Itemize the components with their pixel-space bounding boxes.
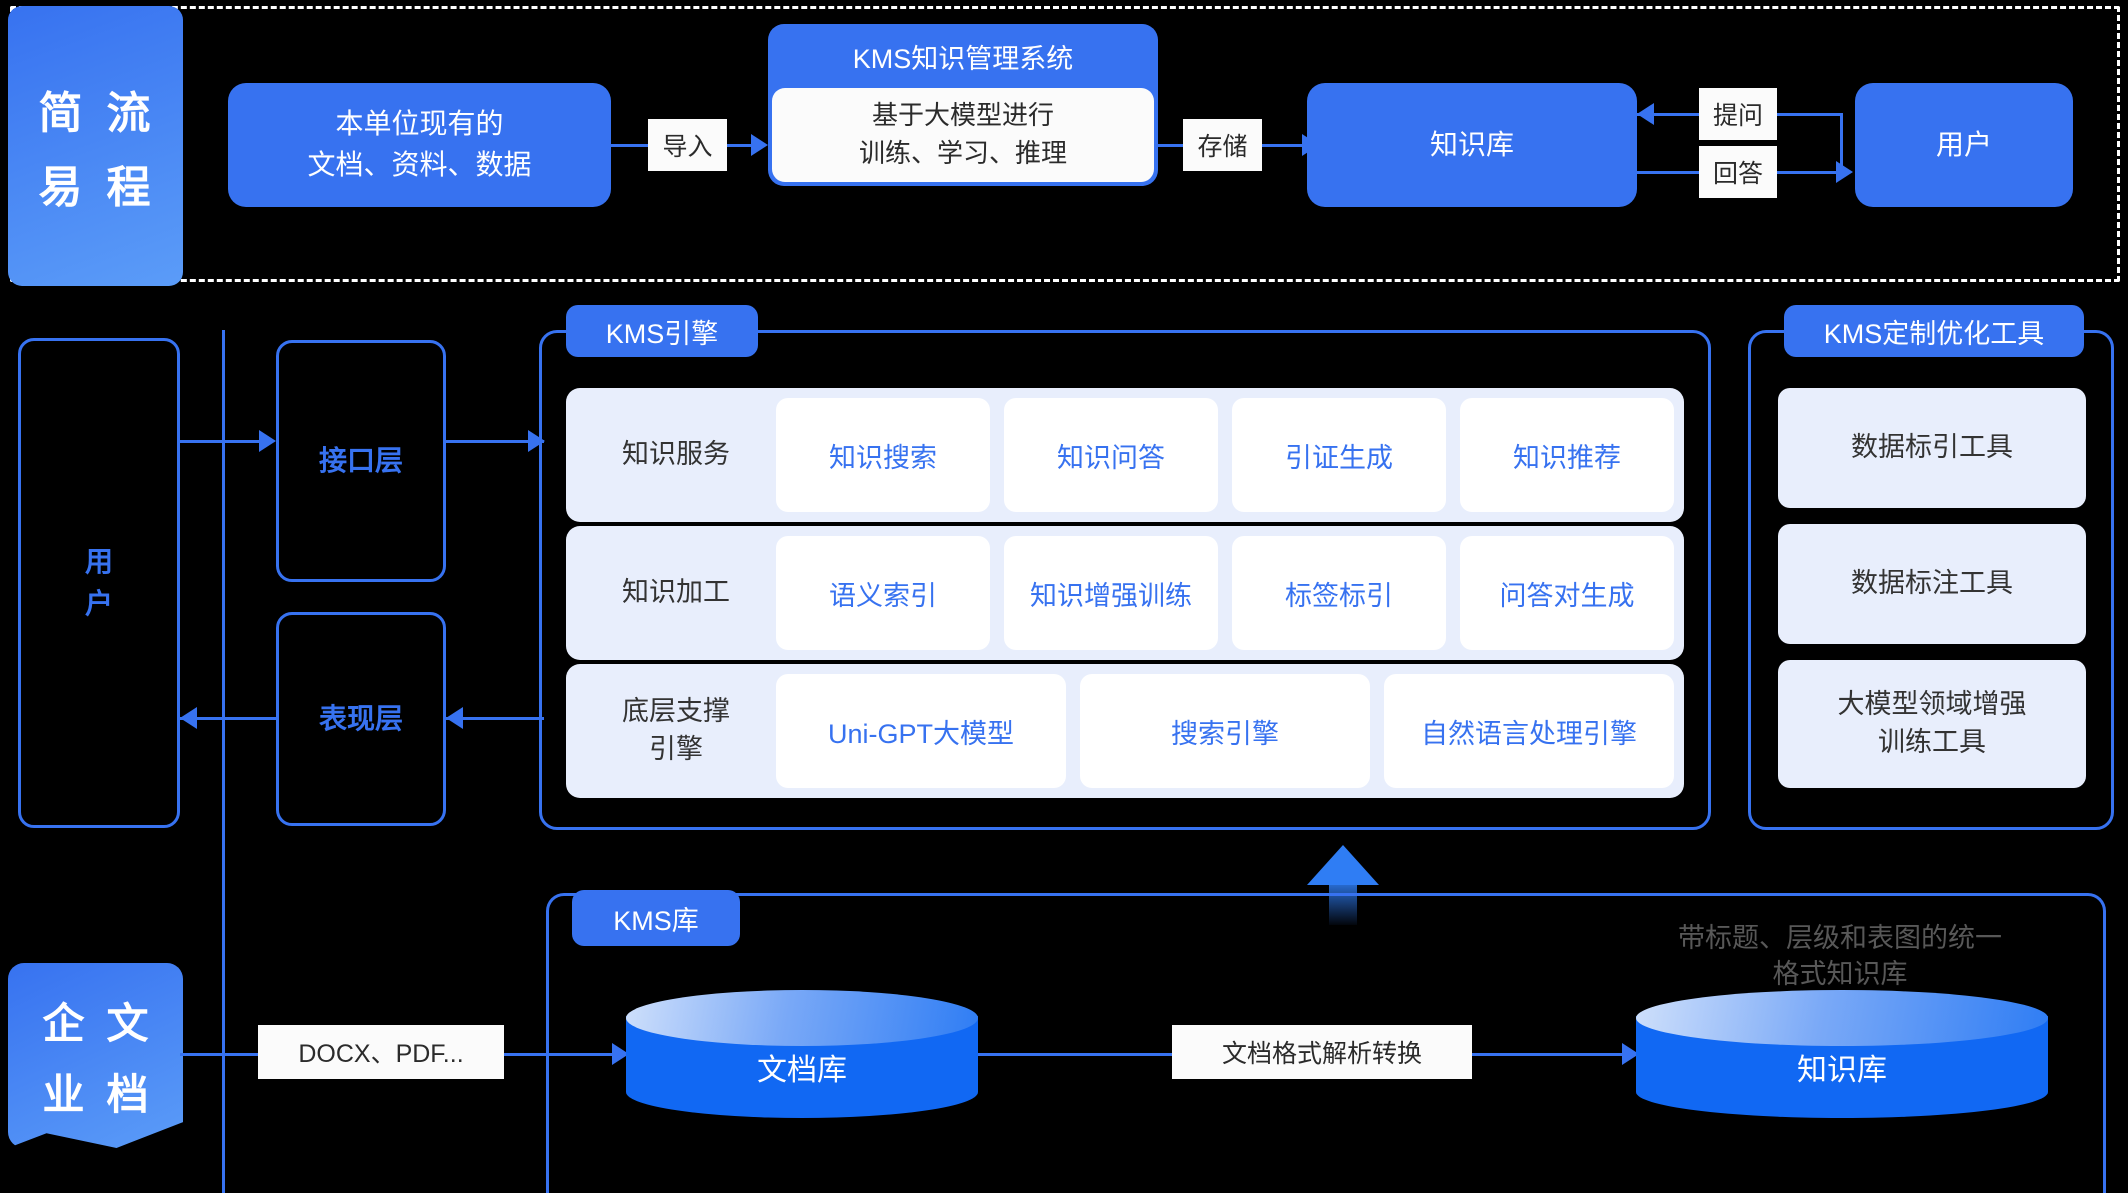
up-arrow-shaft: [1329, 877, 1357, 925]
file-format-label: DOCX、PDF...: [258, 1025, 504, 1079]
engine-cell-knowledge-search[interactable]: 知识搜索: [776, 398, 990, 512]
ent-doc-char-1: 企: [42, 999, 85, 1047]
source-documents-box: 本单位现有的 文档、资料、数据: [228, 83, 611, 207]
tool-item-3-line-1: 大模型领域增强: [1837, 689, 2027, 720]
engine-cell-uni-gpt[interactable]: Uni-GPT大模型: [776, 674, 1066, 788]
engine-row-2-label-line-1: 底层支撑: [622, 696, 730, 727]
source-box-line-1: 本单位现有的: [335, 108, 504, 140]
engine-row-1-label: 知识加工: [622, 577, 730, 608]
doc-db-top: [626, 990, 978, 1046]
engine-cell-search-engine[interactable]: 搜索引擎: [1080, 674, 1370, 788]
answer-label: 回答: [1699, 146, 1777, 198]
document-database-cylinder: 文档库: [626, 990, 978, 1118]
ent-doc-char-4: 档: [106, 1070, 149, 1118]
flow-label-char-4: 程: [106, 163, 153, 212]
connector-entdoc-format: [180, 1053, 260, 1056]
document-conversion-label: 文档格式解析转换: [1172, 1025, 1472, 1079]
ask-label: 提问: [1699, 88, 1777, 140]
store-label: 存储: [1183, 119, 1262, 171]
kms-engine-panel-title: KMS引擎: [566, 305, 758, 357]
arch-user-char-2: 户: [84, 588, 113, 619]
kms-system-card: KMS知识管理系统 基于大模型进行 训练、学习、推理: [768, 24, 1158, 186]
connector-kms-store: [1158, 144, 1186, 147]
kms-library-title: KMS库: [572, 890, 740, 946]
engine-cell-nlp-engine[interactable]: 自然语言处理引擎: [1384, 674, 1674, 788]
connector-ask-right: [1777, 113, 1843, 116]
flow-user-box: 用户: [1855, 83, 2073, 207]
flow-label-char-3: 流: [106, 89, 153, 138]
kms-desc-line-2: 训练、学习、推理: [858, 138, 1067, 168]
connector-ask-left: [1637, 113, 1701, 116]
tool-item-data-indexing[interactable]: 数据标引工具: [1778, 388, 2086, 508]
engine-row-knowledge-service: 知识服务 知识搜索 知识问答 引证生成 知识推荐: [566, 388, 1684, 522]
tool-item-data-annotation[interactable]: 数据标注工具: [1778, 524, 2086, 644]
engine-row-base-support: 底层支撑 引擎 Uni-GPT大模型 搜索引擎 自然语言处理引擎: [566, 664, 1684, 798]
arrow-answer-to-user: [1836, 161, 1853, 183]
kms-tools-panel-title: KMS定制优化工具: [1784, 305, 2084, 357]
knowledge-database-cylinder: 知识库: [1636, 990, 2048, 1118]
connector-docdb-convert: [978, 1053, 1174, 1056]
arch-user-char-1: 用: [84, 546, 113, 577]
connector-answer-right: [1777, 171, 1839, 174]
flow-label-char-2: 易: [38, 163, 85, 212]
presentation-layer-box: 表现层: [276, 612, 446, 826]
engine-row-2-label: 底层支撑 引擎: [576, 693, 776, 769]
engine-cell-knowledge-recommend[interactable]: 知识推荐: [1460, 398, 1674, 512]
connector-user-interface: [180, 440, 264, 443]
ent-doc-char-3: 文: [106, 999, 149, 1047]
connector-presentation-user: [180, 717, 278, 720]
data-feed-up-arrow: [1307, 845, 1379, 925]
engine-row-2-label-line-2: 引擎: [649, 734, 703, 764]
connector-interface-engine: [446, 440, 544, 443]
flow-label-char-1: 简: [38, 89, 85, 138]
engine-cell-semantic-index[interactable]: 语义索引: [776, 536, 990, 650]
kms-desc-line-1: 基于大模型进行: [871, 100, 1054, 131]
connector-engine-presentation: [446, 717, 544, 720]
flow-knowledge-base-box: 知识库: [1307, 83, 1637, 207]
arrow-import-to-kms: [751, 134, 768, 156]
connector-answer-left: [1637, 171, 1701, 174]
arrow-ask-to-kb: [1637, 103, 1654, 125]
engine-cell-citation-gen[interactable]: 引证生成: [1232, 398, 1446, 512]
simple-flow-label: 简 易 流 程: [8, 6, 183, 286]
tool-item-3-line-2: 训练工具: [1878, 727, 1986, 757]
connector-format-docdb: [504, 1053, 622, 1056]
connector-convert-kdb: [1472, 1053, 1632, 1056]
up-arrow-head: [1307, 845, 1379, 885]
connector-store-kb: [1262, 144, 1304, 147]
engine-cell-knowledge-aug-train[interactable]: 知识增强训练: [1004, 536, 1218, 650]
knowledge-db-label: 知识库: [1797, 1054, 1887, 1087]
arrow-engine-to-presentation: [446, 707, 463, 729]
arrow-presentation-to-user: [180, 707, 197, 729]
interface-layer-box: 接口层: [276, 340, 446, 582]
arrow-convert-to-kdb: [1622, 1043, 1639, 1065]
vertical-bus-line: [222, 330, 225, 1193]
engine-cell-knowledge-qa[interactable]: 知识问答: [1004, 398, 1218, 512]
kms-library-panel: [546, 893, 2106, 1193]
engine-row-knowledge-processing: 知识加工 语义索引 知识增强训练 标签标引 问答对生成: [566, 526, 1684, 660]
source-box-line-2: 文档、资料、数据: [307, 149, 532, 180]
enterprise-documents-label: 企 业 文 档: [8, 963, 183, 1148]
kms-system-title: KMS知识管理系统: [852, 43, 1074, 74]
knowledge-db-note-line-1: 带标题、层级和表图的统一: [1678, 923, 2002, 953]
arrow-user-to-interface: [259, 430, 276, 452]
tool-item-domain-aug-training[interactable]: 大模型领域增强 训练工具: [1778, 660, 2086, 788]
knowledge-db-note: 带标题、层级和表图的统一 格式知识库: [1630, 920, 2050, 993]
doc-db-label: 文档库: [757, 1054, 847, 1087]
connector-source-import: [611, 144, 671, 147]
import-label: 导入: [648, 119, 727, 171]
connector-user-vertical: [1840, 113, 1843, 173]
connector-import-kms: [727, 144, 753, 147]
engine-cell-qa-pair-gen[interactable]: 问答对生成: [1460, 536, 1674, 650]
knowledge-db-note-line-2: 格式知识库: [1772, 959, 1908, 990]
kms-engine-panel: [539, 330, 1711, 830]
architecture-user-box: 用 户: [18, 338, 180, 828]
knowledge-db-top: [1636, 990, 2048, 1046]
arrow-format-to-docdb: [612, 1043, 629, 1065]
engine-cell-tag-index[interactable]: 标签标引: [1232, 536, 1446, 650]
kms-system-description: 基于大模型进行 训练、学习、推理: [772, 88, 1154, 182]
ent-doc-char-2: 业: [42, 1070, 85, 1118]
engine-row-0-label: 知识服务: [622, 439, 730, 470]
